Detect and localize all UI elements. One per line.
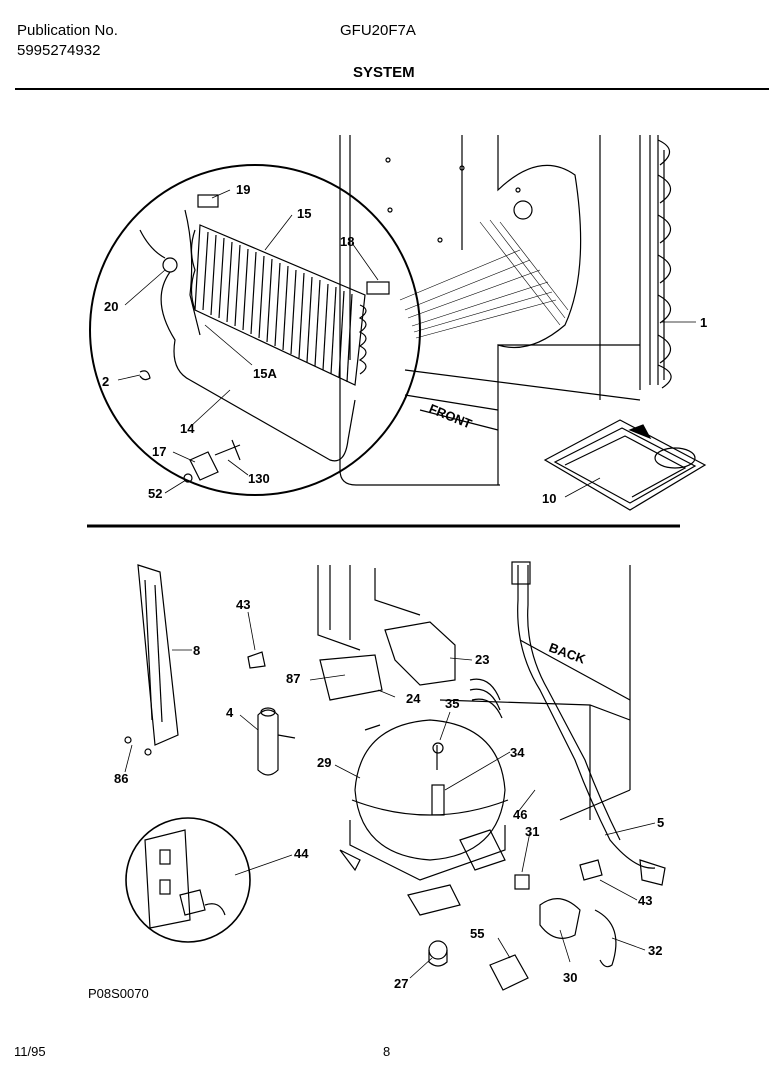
callout-23: 23 bbox=[475, 652, 489, 667]
publication-number: 5995274932 bbox=[17, 42, 101, 59]
drain-pan bbox=[543, 419, 707, 511]
magnifier-beam bbox=[399, 219, 569, 339]
callout-87: 87 bbox=[286, 671, 300, 686]
compressor-29 bbox=[349, 719, 509, 881]
callout-4: 4 bbox=[226, 705, 234, 720]
callout-15: 15 bbox=[297, 206, 311, 221]
leader-lines-lower bbox=[124, 611, 656, 979]
callout-14: 14 bbox=[180, 421, 195, 436]
callout-18: 18 bbox=[340, 234, 354, 249]
back-label: BACK bbox=[547, 640, 588, 667]
clip-32 bbox=[594, 909, 617, 968]
callout-20: 20 bbox=[104, 299, 118, 314]
mount-plate bbox=[407, 884, 461, 916]
part-43a bbox=[247, 651, 266, 669]
callout-86: 86 bbox=[114, 771, 128, 786]
cabinet-drawing bbox=[339, 135, 641, 486]
part-19 bbox=[197, 194, 219, 208]
callout-17: 17 bbox=[152, 444, 166, 459]
drier-4 bbox=[257, 707, 296, 776]
callout-19: 19 bbox=[236, 182, 250, 197]
callout-44: 44 bbox=[294, 846, 309, 861]
callout-32: 32 bbox=[648, 943, 662, 958]
compressor-bracket bbox=[459, 829, 506, 871]
callout-130: 130 bbox=[248, 471, 270, 486]
callout-55: 55 bbox=[470, 926, 484, 941]
callout-2: 2 bbox=[102, 374, 109, 389]
part-43b bbox=[579, 859, 603, 881]
wire-loops bbox=[469, 678, 503, 719]
callout-30: 30 bbox=[563, 970, 577, 985]
callout-8: 8 bbox=[193, 643, 200, 658]
grommet-27 bbox=[428, 940, 448, 960]
callout-29: 29 bbox=[317, 755, 331, 770]
callout-27: 27 bbox=[394, 976, 408, 991]
part-18 bbox=[366, 281, 390, 295]
harness-5 bbox=[517, 565, 656, 869]
callout-5: 5 bbox=[657, 815, 664, 830]
callout-43-top: 43 bbox=[236, 597, 250, 612]
footer-date: 11/95 bbox=[14, 1044, 46, 1059]
wire-20 bbox=[139, 229, 166, 259]
part-31 bbox=[514, 874, 530, 890]
model-number: GFU20F7A bbox=[340, 22, 416, 39]
evaporator-coil bbox=[190, 224, 367, 386]
clip-2 bbox=[139, 370, 151, 381]
header-rule bbox=[15, 88, 769, 90]
cabinet-back bbox=[317, 565, 631, 821]
heater-wire-14 bbox=[160, 271, 356, 462]
part-34 bbox=[431, 784, 445, 816]
callout-34: 34 bbox=[510, 745, 525, 760]
outlet-inset-circle bbox=[125, 817, 251, 943]
publication-label: Publication No. bbox=[17, 22, 118, 39]
part-130 bbox=[214, 439, 241, 461]
section-title: SYSTEM bbox=[353, 64, 415, 81]
callout-10: 10 bbox=[542, 491, 556, 506]
bracket-17 bbox=[189, 451, 219, 481]
callout-52: 52 bbox=[148, 486, 162, 501]
callout-15a: 15A bbox=[253, 366, 277, 381]
plug-5 bbox=[639, 859, 666, 886]
condenser-coil bbox=[649, 135, 672, 389]
upper-callouts: 19 15 18 20 15A 1 2 14 17 130 52 10 FRON… bbox=[102, 182, 707, 506]
outlet-detail bbox=[144, 829, 226, 929]
lower-callouts: 8 43 87 23 24 35 4 34 29 46 5 86 31 44 4… bbox=[114, 597, 664, 991]
leader-lines-upper bbox=[117, 189, 696, 498]
callout-1: 1 bbox=[700, 315, 707, 330]
drawing-code: P08S0070 bbox=[88, 986, 149, 1001]
callout-43-right: 43 bbox=[638, 893, 652, 908]
magnifier-circle bbox=[89, 164, 421, 496]
sensor-15a bbox=[184, 209, 201, 336]
part-52 bbox=[183, 473, 193, 483]
callout-35: 35 bbox=[445, 696, 459, 711]
part-24 bbox=[319, 654, 383, 701]
callout-24: 24 bbox=[406, 691, 421, 706]
relay-30 bbox=[539, 898, 581, 939]
callout-31: 31 bbox=[525, 824, 539, 839]
callout-46: 46 bbox=[513, 807, 527, 822]
cover-55 bbox=[489, 954, 529, 991]
part-23 bbox=[384, 621, 456, 686]
page-number: 8 bbox=[383, 1044, 391, 1059]
panel-8 bbox=[124, 564, 179, 756]
